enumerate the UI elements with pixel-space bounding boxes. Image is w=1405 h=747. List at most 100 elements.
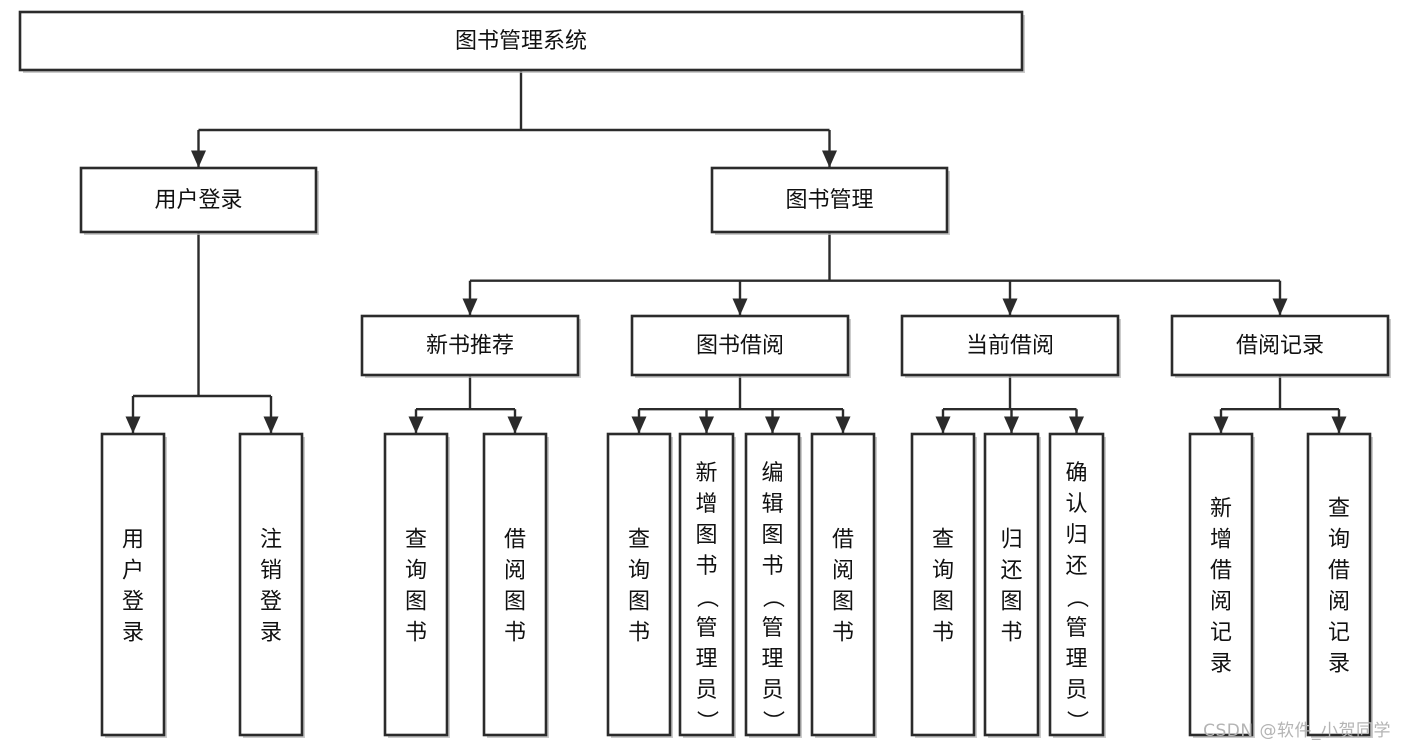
node-label: 用户登录 [154, 188, 242, 213]
arrow-head [1069, 416, 1084, 434]
node-layer: 图书管理系统用户登录图书管理新书推荐图书借阅当前借阅借阅记录用户登录注销登录查询… [18, 10, 1391, 738]
arrow-head [1213, 416, 1229, 434]
connector-group [191, 70, 837, 168]
node-label-char: 图 [932, 590, 954, 615]
node-box[interactable] [360, 314, 580, 377]
node-label-char: 书 [1000, 621, 1022, 646]
node-box[interactable] [910, 432, 976, 737]
node-label: 借阅记录 [1236, 334, 1324, 359]
node-book-borrow[interactable]: 图书借阅 [630, 314, 851, 378]
node-label-char: 户 [122, 559, 144, 584]
node-label-char: 图 [628, 590, 650, 615]
node-box[interactable] [678, 432, 735, 737]
node-box[interactable] [1188, 432, 1254, 737]
arrow-head [191, 150, 206, 168]
node-label-char: 书 [832, 621, 854, 646]
node-label-char: 阅 [504, 559, 526, 584]
node-book-manage[interactable]: 图书管理 [710, 166, 950, 235]
node-label-char: 询 [932, 559, 954, 584]
node-label-char: 归 [1000, 528, 1022, 553]
node-box[interactable] [983, 432, 1040, 737]
node-label-char: 记 [1210, 621, 1232, 646]
node-label-char: 录 [1210, 652, 1232, 677]
node-label-char: 询 [1328, 528, 1350, 553]
node-box[interactable] [383, 432, 449, 737]
node-box[interactable] [238, 432, 304, 737]
arrow-head [935, 416, 951, 434]
node-label-char: 书 [695, 554, 717, 579]
node-label-char: 增 [695, 492, 717, 517]
node-label-char: 注 [260, 528, 282, 553]
node-label-char: 管 [695, 616, 717, 641]
node-label-char: 登 [260, 590, 282, 615]
arrow-head [835, 416, 851, 434]
arrow-head [1272, 298, 1288, 316]
node-label-char: （ [694, 586, 719, 608]
arrow-head [462, 298, 478, 316]
node-label-char: 辑 [761, 492, 783, 517]
node-root[interactable]: 图书管理系统 [18, 10, 1025, 73]
node-label-char: 查 [628, 528, 650, 553]
node-box[interactable] [1048, 432, 1105, 737]
arrow-head [1331, 416, 1347, 434]
node-label-char: 理 [1065, 647, 1087, 672]
node-box[interactable] [482, 432, 548, 737]
node-label-char: 借 [1328, 559, 1350, 584]
node-box[interactable] [900, 314, 1120, 377]
node-box[interactable] [810, 432, 876, 737]
node-new-book-recommend[interactable]: 新书推荐 [360, 314, 581, 378]
node-label-char: 员 [761, 678, 783, 703]
node-label-char: 销 [260, 559, 282, 584]
connector-group [631, 375, 851, 434]
arrow-head [1004, 416, 1019, 434]
node-label-char: （ [1064, 586, 1089, 608]
node-label-char: 阅 [1328, 590, 1350, 615]
arrow-head [408, 416, 424, 434]
node-box[interactable] [710, 166, 949, 234]
node-user-login[interactable]: 用户登录 [79, 166, 319, 235]
arrow-head [507, 416, 523, 434]
node-current-borrow[interactable]: 当前借阅 [900, 314, 1121, 378]
node-label: 新书推荐 [426, 334, 514, 359]
node-box[interactable] [1306, 432, 1372, 737]
node-label-char: 书 [761, 554, 783, 579]
node-box[interactable] [744, 432, 801, 737]
node-label-char: 借 [1210, 559, 1232, 584]
node-box[interactable] [630, 314, 850, 377]
node-label-char: 编 [761, 461, 783, 486]
connector-layer [125, 70, 1347, 434]
node-label: 图书借阅 [696, 334, 784, 359]
node-leaf-user-login[interactable]: 用户登录 [100, 432, 167, 738]
node-box[interactable] [18, 10, 1024, 72]
node-label-char: 图 [1000, 590, 1022, 615]
arrow-head [765, 416, 780, 434]
node-borrow-record[interactable]: 借阅记录 [1170, 314, 1391, 378]
node-label-char: ） [1064, 710, 1089, 732]
node-box[interactable] [606, 432, 672, 737]
node-label-char: 录 [1328, 652, 1350, 677]
node-label-char: 还 [1065, 554, 1087, 579]
node-label-char: 录 [260, 621, 282, 646]
node-label-char: 确 [1065, 461, 1087, 486]
node-label-char: 图 [695, 523, 717, 548]
node-box[interactable] [79, 166, 318, 234]
node-label-char: 新 [1210, 497, 1232, 522]
node-box[interactable] [100, 432, 166, 737]
node-box[interactable] [1170, 314, 1390, 377]
node-label-char: 阅 [1210, 590, 1232, 615]
arrow-head [699, 416, 714, 434]
